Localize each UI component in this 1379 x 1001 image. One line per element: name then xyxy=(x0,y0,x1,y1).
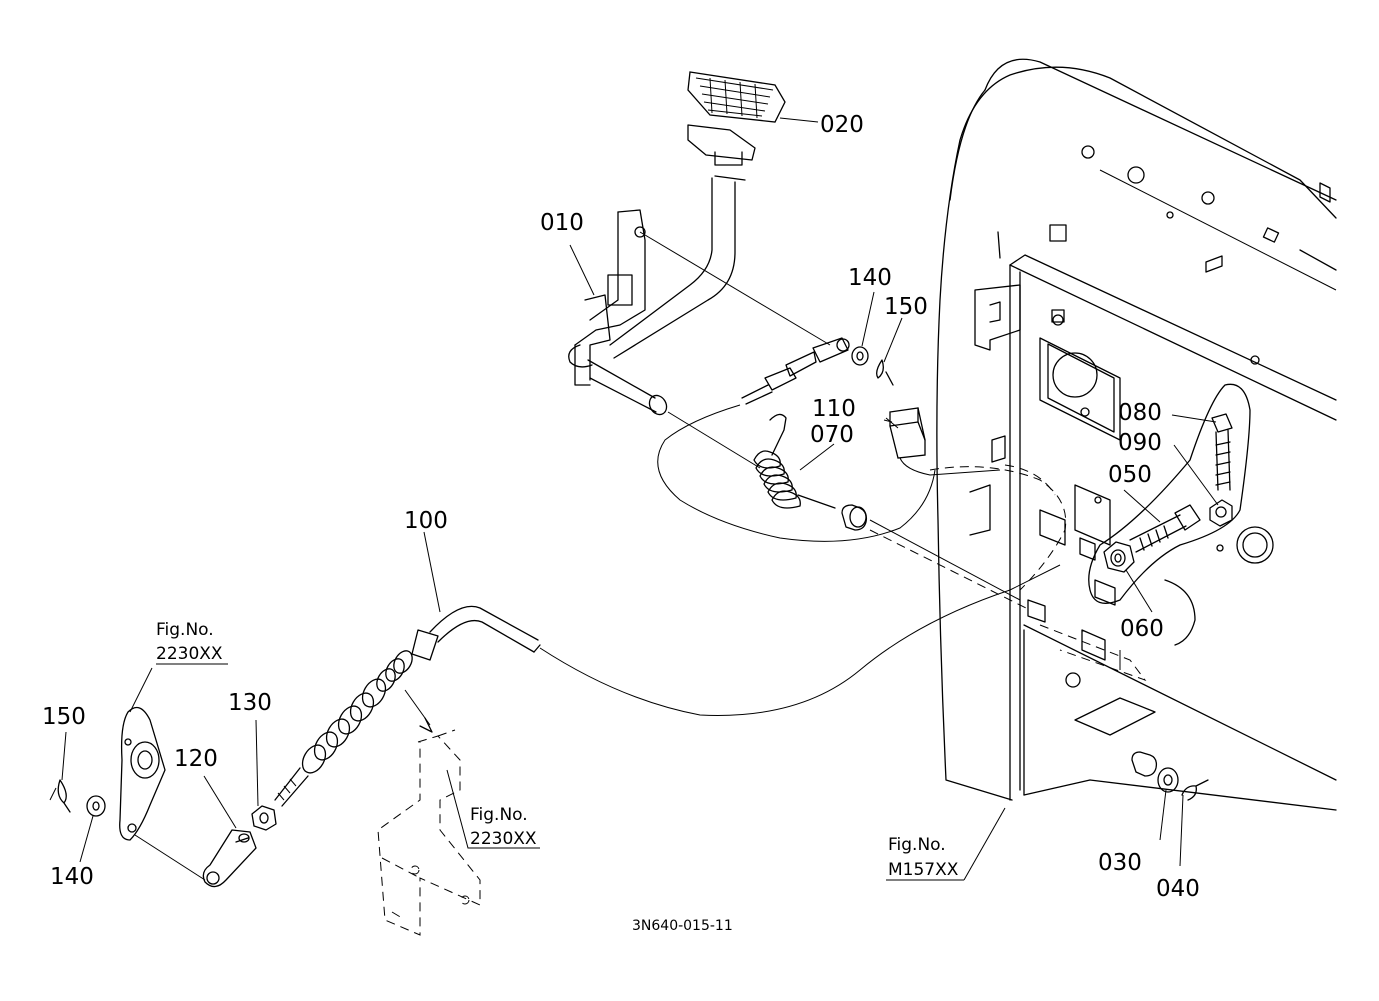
label-140-top: 140 xyxy=(848,265,892,291)
fig-ref-bracket-title: Fig.No. xyxy=(470,805,528,825)
label-100: 100 xyxy=(404,508,448,534)
label-120: 120 xyxy=(174,746,218,772)
label-150-left: 150 xyxy=(42,704,86,730)
cable-route xyxy=(657,404,1001,542)
washer-pin-030-040 xyxy=(1157,767,1209,801)
return-spring xyxy=(753,413,1031,611)
lead-110 xyxy=(883,419,893,423)
label-090: 090 xyxy=(1118,430,1162,456)
pad-110 xyxy=(889,407,926,459)
left-plate xyxy=(49,706,206,881)
label-010: 010 xyxy=(540,210,584,236)
fig-ref-bracket-number: 2230XX xyxy=(470,829,537,849)
label-020: 020 xyxy=(820,112,864,138)
dashed-bracket xyxy=(377,729,481,936)
clevis-rod xyxy=(741,337,894,405)
label-110: 110 xyxy=(812,396,856,422)
label-050: 050 xyxy=(1108,462,1152,488)
fig-ref-panel-title: Fig.No. xyxy=(888,835,946,855)
label-060: 060 xyxy=(1120,616,1164,642)
fig-ref-left-number: 2230XX xyxy=(156,644,223,664)
label-140-left: 140 xyxy=(50,864,94,890)
label-040: 040 xyxy=(1156,876,1200,902)
bolt-set xyxy=(1103,413,1233,573)
leader-lines xyxy=(61,117,1219,881)
label-070: 070 xyxy=(810,422,854,448)
pedal-assembly xyxy=(568,71,831,469)
label-080: 080 xyxy=(1118,400,1162,426)
nut-130 xyxy=(251,805,277,831)
cable-100 xyxy=(274,564,1061,807)
dash-panel xyxy=(929,58,1337,811)
label-150-top: 150 xyxy=(884,294,928,320)
lever-120 xyxy=(202,829,257,888)
fig-ref-left-title: Fig.No. xyxy=(156,620,214,640)
drawing-code: 3N640-015-11 xyxy=(632,918,733,934)
label-030: 030 xyxy=(1098,850,1142,876)
label-130: 130 xyxy=(228,690,272,716)
fig-ref-panel-number: M157XX xyxy=(888,860,959,880)
